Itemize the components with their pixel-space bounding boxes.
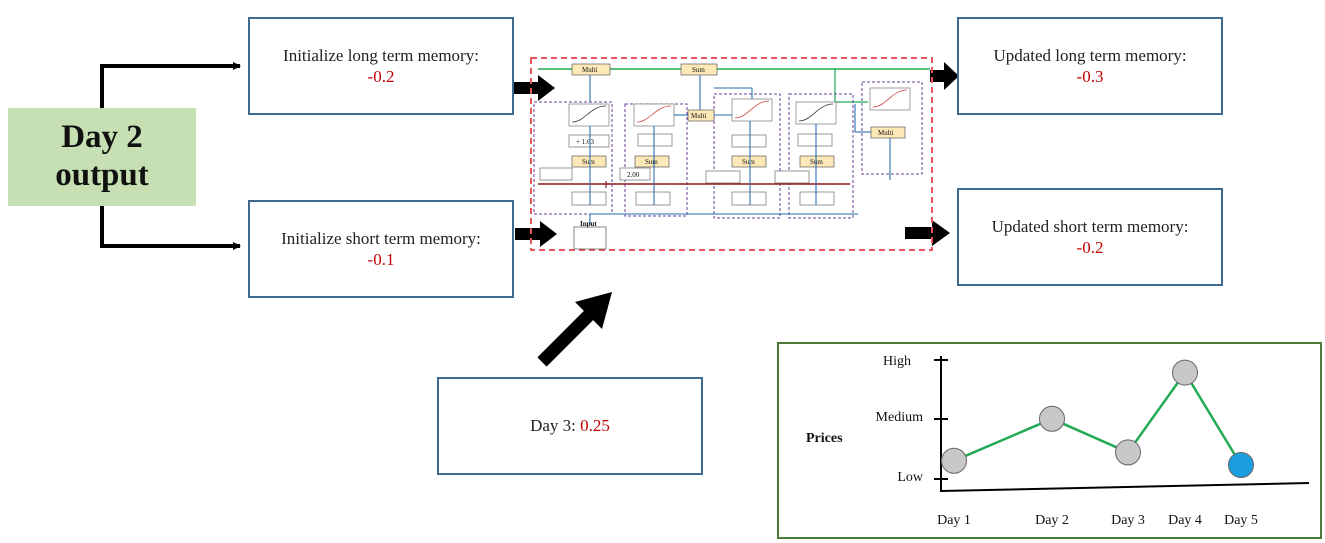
day-2-output-box: Day 2 output <box>8 108 196 206</box>
arrow-input-into-lstm-shaft <box>537 307 597 367</box>
price-line <box>953 370 1243 466</box>
init-long-term-value: -0.2 <box>367 67 395 86</box>
x-tick-label-4: Day 4 <box>1168 513 1202 528</box>
day-2-output-line1: Day 2 <box>61 119 143 156</box>
price-point-3 <box>1115 439 1141 466</box>
init-short-term-label: Initialize short term memory: <box>281 228 481 248</box>
connector-to-long-term <box>100 62 241 108</box>
y-axis-title: Prices <box>806 431 843 446</box>
price-point-4 <box>1172 359 1198 386</box>
price-point-5 <box>1228 452 1254 478</box>
day-3-input-box: Day 3: 0.25 <box>437 377 703 475</box>
updated-long-term-label: Updated long term memory: <box>993 45 1187 65</box>
price-point-2 <box>1039 405 1065 432</box>
arrow-lstm-to-updated-short <box>905 220 950 246</box>
init-short-term-value: -0.1 <box>367 250 395 269</box>
y-tick-label-low: Low <box>897 470 924 485</box>
updated-short-term-label: Updated short term memory: <box>991 216 1189 236</box>
x-tick-label-3: Day 3 <box>1111 513 1145 528</box>
x-tick-label-1: Day 1 <box>937 513 971 528</box>
day-3-input-value: 0.25 <box>580 416 610 436</box>
day-2-output-line2: output <box>55 157 149 193</box>
init-long-term-box: Initialize long term memory: -0.2 <box>248 17 514 115</box>
y-tick-label-medium: Medium <box>876 410 924 425</box>
updated-long-term-value: -0.3 <box>1076 67 1104 86</box>
y-tick-label-high: High <box>883 354 911 369</box>
arrow-lstm-to-updated-long <box>930 62 959 90</box>
arrow-input-into-lstm-head <box>575 292 612 329</box>
updated-short-term-box: Updated short term memory: -0.2 <box>957 188 1223 286</box>
arrow-short-term-into-lstm <box>515 221 557 247</box>
chart-marks: Day 1 Day 2 Day 3 Day 4 Day 5 <box>937 359 1258 528</box>
day-3-input-label: Day 3: <box>530 416 581 436</box>
price-point-1 <box>941 447 967 474</box>
init-long-term-label: Initialize long term memory: <box>283 45 479 65</box>
arrow-long-term-into-lstm <box>513 75 555 101</box>
updated-long-term-box: Updated long term memory: -0.3 <box>957 17 1223 115</box>
connector-to-short-term <box>100 206 241 250</box>
init-short-term-box: Initialize short term memory: -0.1 <box>248 200 514 298</box>
x-tick-label-2: Day 2 <box>1035 513 1069 528</box>
updated-short-term-value: -0.2 <box>1076 238 1104 257</box>
x-tick-label-5: Day 5 <box>1224 513 1258 528</box>
x-axis <box>940 482 1310 492</box>
